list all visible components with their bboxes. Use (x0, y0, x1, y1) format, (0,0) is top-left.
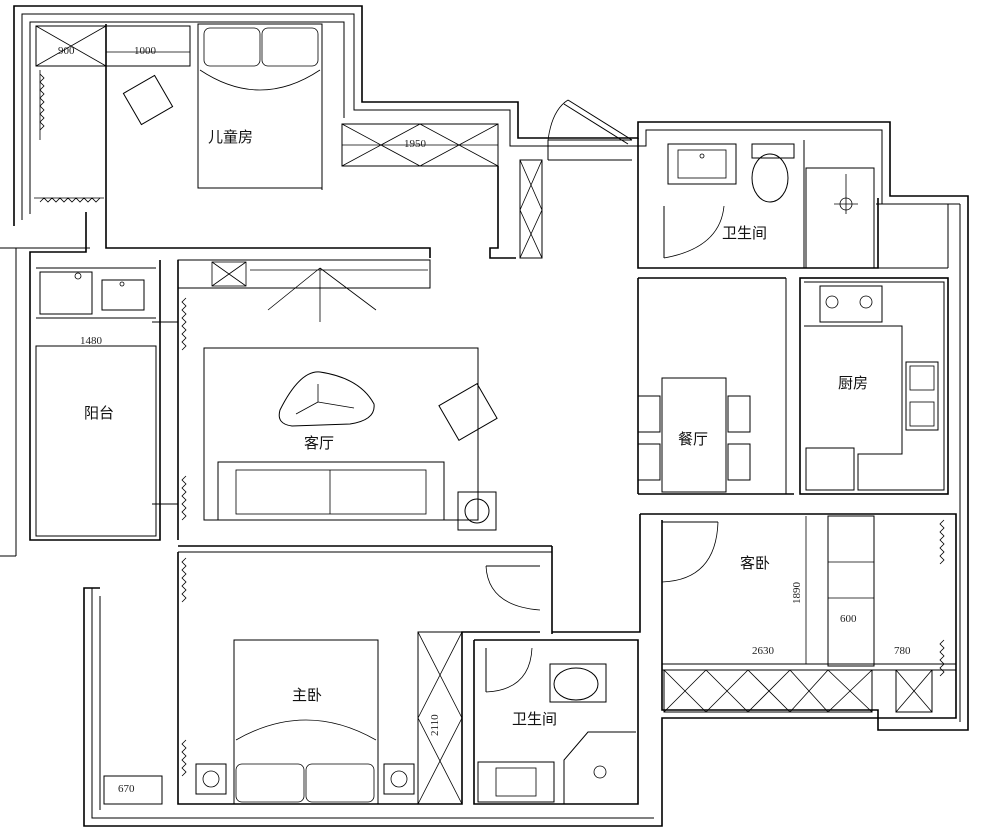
living-room: 客厅 (177, 259, 552, 553)
kitchen: 厨房 (799, 277, 949, 495)
wardrobe-1000 (105, 25, 191, 67)
dining: 餐厅 (637, 277, 794, 495)
dim-1480: 1480 (80, 335, 103, 347)
master-bedroom-label: 主卧 (292, 686, 322, 704)
kids-room-label: 儿童房 (208, 128, 253, 146)
kids-room: 儿童房 900 1000 (34, 23, 431, 258)
wardrobe-2630 (663, 669, 873, 713)
dining-label: 餐厅 (678, 430, 708, 448)
washbasin-bottom (477, 761, 555, 803)
balcony-label: 阳台 (84, 404, 114, 422)
wardrobe-600 (827, 515, 875, 667)
outer-walls (0, 5, 969, 827)
balcony-sink (101, 279, 145, 311)
armchair (438, 382, 498, 442)
sofa (217, 461, 445, 521)
corridor-cabinet: 1950 (341, 123, 543, 259)
dim-1950: 1950 (404, 138, 427, 150)
dim-1890: 1890 (791, 582, 803, 605)
kitchen-label: 厨房 (838, 374, 868, 392)
master-bedroom: 主卧 2110 670 (103, 546, 553, 805)
washing-machine (39, 271, 93, 315)
guest-bedroom-label: 客卧 (740, 554, 770, 572)
master-bed (233, 639, 379, 805)
tv-cabinet (177, 259, 431, 289)
toilet-top (751, 143, 795, 159)
guest-bedroom: 客卧 1890 600 2630 780 (640, 513, 957, 719)
kitchen-sink (905, 361, 939, 431)
washbasin-top (667, 143, 737, 185)
dim-600: 600 (840, 613, 857, 625)
dim-900: 900 (58, 45, 75, 57)
kids-chair (122, 74, 174, 126)
dim-670: 670 (118, 783, 135, 795)
gas-stove (819, 285, 883, 323)
living-room-label: 客厅 (304, 434, 334, 452)
coffee-table (278, 371, 375, 427)
kids-bed (197, 23, 323, 189)
bathroom-bottom-label: 卫生间 (512, 710, 557, 728)
toilet-bottom (549, 663, 607, 703)
floor-lamp (457, 491, 497, 531)
fridge (805, 447, 855, 491)
entrance-door[interactable] (547, 99, 633, 161)
bathroom-bottom: 卫生间 (473, 639, 639, 805)
dim-2110: 2110 (429, 714, 441, 736)
dim-1000: 1000 (134, 45, 157, 57)
dim-2630: 2630 (752, 645, 775, 657)
shower-area-top (805, 167, 875, 269)
balcony: 1480 阳台 (29, 212, 187, 541)
bathroom-top-label: 卫生间 (722, 224, 767, 242)
living-rug (203, 347, 479, 521)
bathroom-top: 卫生间 (637, 138, 949, 269)
corridor-walls (552, 278, 787, 633)
dining-table (661, 377, 727, 493)
dim-780: 780 (894, 645, 911, 657)
wardrobe-780 (895, 669, 933, 713)
